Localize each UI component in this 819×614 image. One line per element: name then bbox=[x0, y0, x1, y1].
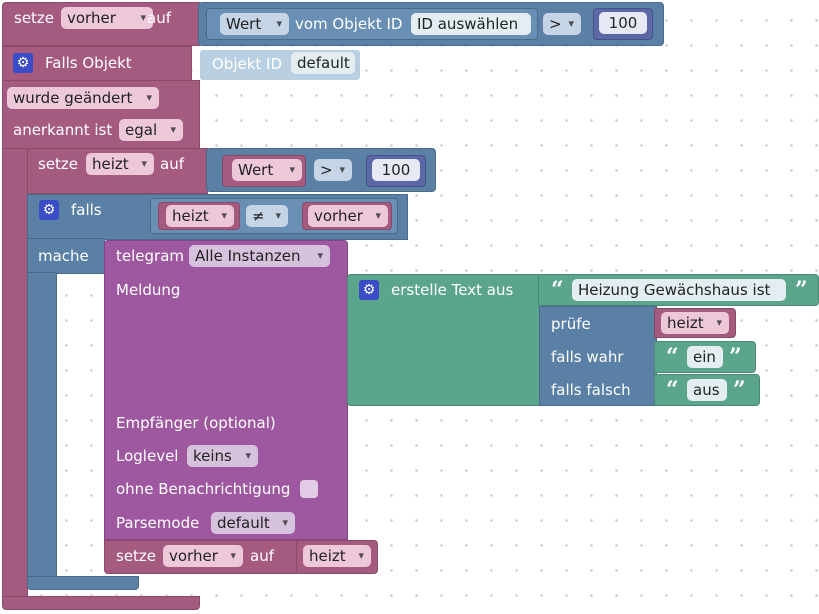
set-label: setze bbox=[38, 155, 79, 173]
trigger-header[interactable] bbox=[2, 46, 192, 82]
do-label: mache bbox=[38, 247, 89, 265]
compare-op-dropdown[interactable]: > bbox=[543, 13, 581, 35]
object-id-label: Objekt ID bbox=[212, 55, 283, 73]
recipient-label: Empfänger (optional) bbox=[116, 414, 276, 432]
trigger-spine bbox=[2, 148, 28, 600]
quote-open-icon: “ bbox=[666, 377, 679, 403]
telegram-label: telegram bbox=[116, 247, 184, 265]
quote-close-icon: ” bbox=[733, 377, 746, 403]
compare-op-dropdown-neq[interactable]: ≠ bbox=[246, 205, 288, 227]
instance-dropdown[interactable]: Alle Instanzen bbox=[189, 245, 330, 267]
number-block-top[interactable]: 100 bbox=[593, 8, 653, 40]
value-field-dropdown[interactable]: Wert bbox=[220, 13, 289, 35]
test-label: prüfe bbox=[551, 315, 591, 333]
number-value[interactable]: 100 bbox=[372, 159, 420, 181]
if-label: falls bbox=[71, 201, 102, 219]
create-text-label: erstelle Text aus bbox=[391, 281, 514, 299]
set-label: setze bbox=[14, 9, 55, 27]
gear-icon[interactable]: ⚙ bbox=[39, 200, 59, 220]
silent-label: ohne Benachrichtigung bbox=[116, 480, 291, 498]
variable-dropdown-vorher[interactable]: vorher bbox=[61, 7, 153, 29]
variable-dropdown-vorher[interactable]: vorher bbox=[163, 545, 243, 567]
to-label: auf bbox=[160, 155, 184, 173]
parsemode-dropdown[interactable]: default bbox=[211, 512, 295, 534]
trigger-title: Falls Objekt bbox=[45, 54, 132, 72]
text-field-ein[interactable]: ein bbox=[687, 346, 723, 368]
variable-dropdown-heizt[interactable]: heizt bbox=[166, 205, 234, 227]
of-object-label: vom Objekt ID bbox=[295, 15, 403, 33]
value-field-dropdown-heizt[interactable]: Wert bbox=[232, 159, 302, 181]
object-id-field[interactable]: ID auswählen bbox=[411, 13, 531, 35]
text-field-main[interactable]: Heizung Gewächshaus ist bbox=[572, 279, 786, 301]
message-label: Meldung bbox=[116, 281, 181, 299]
quote-open-icon: “ bbox=[551, 277, 564, 303]
gear-icon[interactable]: ⚙ bbox=[13, 53, 33, 73]
ternary-block[interactable] bbox=[539, 306, 657, 406]
number-block-heizt[interactable]: 100 bbox=[366, 155, 426, 187]
quote-close-icon: ” bbox=[729, 344, 742, 370]
loglevel-dropdown[interactable]: keins bbox=[187, 445, 258, 467]
variable-dropdown-heizt[interactable]: heizt bbox=[661, 312, 729, 334]
variable-dropdown-heizt[interactable]: heizt bbox=[303, 545, 371, 567]
compare-op-dropdown-heizt[interactable]: > bbox=[314, 159, 352, 181]
changed-dropdown[interactable]: wurde geändert bbox=[7, 87, 159, 109]
quote-close-icon: ” bbox=[795, 277, 808, 303]
to-label: auf bbox=[250, 547, 274, 565]
ack-label: anerkannt ist bbox=[13, 121, 113, 139]
if-block-footer bbox=[27, 576, 139, 590]
silent-checkbox[interactable] bbox=[300, 480, 318, 498]
parsemode-label: Parsemode bbox=[116, 514, 200, 532]
quote-open-icon: “ bbox=[666, 344, 679, 370]
number-value[interactable]: 100 bbox=[599, 12, 647, 34]
gear-icon[interactable]: ⚙ bbox=[359, 280, 379, 300]
loglevel-label: Loglevel bbox=[116, 447, 179, 465]
variable-dropdown-vorher[interactable]: vorher bbox=[308, 205, 388, 227]
if-block-spine bbox=[27, 272, 57, 578]
object-id-default-field[interactable]: default bbox=[291, 52, 355, 74]
if-true-label: falls wahr bbox=[551, 348, 624, 366]
if-false-label: falls falsch bbox=[551, 381, 631, 399]
set-label: setze bbox=[116, 547, 157, 565]
text-field-aus[interactable]: aus bbox=[687, 379, 727, 401]
trigger-footer bbox=[2, 596, 200, 610]
to-label: auf bbox=[147, 9, 171, 27]
ack-dropdown[interactable]: egal bbox=[119, 119, 183, 141]
variable-dropdown-heizt[interactable]: heizt bbox=[86, 153, 154, 175]
if-block-left bbox=[27, 238, 105, 274]
